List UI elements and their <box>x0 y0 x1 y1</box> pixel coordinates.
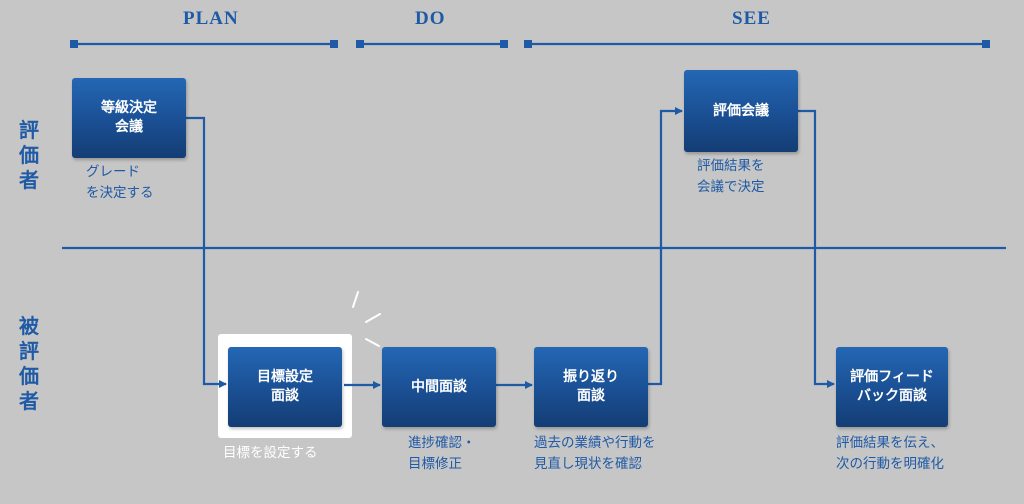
row-label-evaluator: 評価者 <box>19 118 39 192</box>
phase-do-label: DO <box>415 8 446 29</box>
phase-see-end-right <box>982 40 990 48</box>
arrow-review-to-eval <box>647 107 683 386</box>
feedback-interview-note: 評価結果を伝え、 次の行動を明確化 <box>836 435 944 472</box>
arrow-eval-to-feedback <box>797 109 835 388</box>
grade-decision-meeting-box: 等級決定 会議 <box>72 78 186 158</box>
phase-plan-end-left <box>70 40 78 48</box>
phase-see-end-left <box>524 40 532 48</box>
sparkle-accent <box>352 291 381 347</box>
phase-do-end-right <box>500 40 508 48</box>
review-interview-box: 振り返り 面談 <box>534 347 648 427</box>
mid-interview-note: 進捗確認・ 目標修正 <box>408 435 476 472</box>
row-label-evaluatee: 被評価者 <box>19 314 39 413</box>
mid-term-interview-box: 中間面談 <box>382 347 496 427</box>
phase-see-label: SEE <box>732 8 771 29</box>
phase-do-end-left <box>356 40 364 48</box>
arrow-grade-to-goal <box>186 116 227 388</box>
phase-plan-end-right <box>330 40 338 48</box>
review-interview-note: 過去の業績や行動を 見直し現状を確認 <box>534 435 656 472</box>
goal-setting-interview-box: 目標設定 面談 <box>228 347 342 427</box>
grade-meeting-note: グレード を決定する <box>86 164 154 201</box>
phase-plan-label: PLAN <box>183 8 239 29</box>
evaluation-feedback-interview-box: 評価フィード バック面談 <box>836 347 948 427</box>
eval-meeting-note: 評価結果を 会議で決定 <box>697 158 765 195</box>
goal-interview-note: 目標を設定する <box>223 445 318 461</box>
evaluation-meeting-box: 評価会議 <box>684 70 798 152</box>
